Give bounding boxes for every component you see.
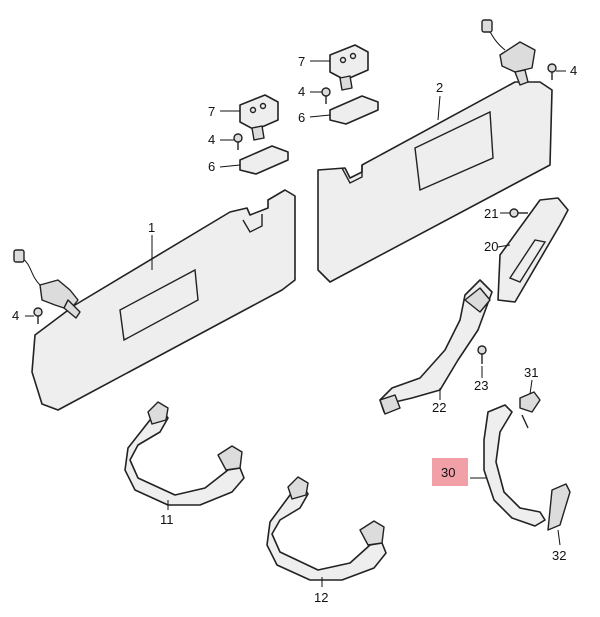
label-30: 30 <box>441 465 455 480</box>
label-4-left: 4 <box>12 308 19 323</box>
screw-23[interactable] <box>477 345 487 364</box>
screw-21[interactable] <box>509 208 528 218</box>
screw-right-hinge[interactable] <box>547 63 557 80</box>
label-6-upper: 6 <box>298 110 305 125</box>
label-11: 11 <box>160 512 174 527</box>
clip-31[interactable] <box>519 391 541 429</box>
bracket-20[interactable] <box>497 197 569 303</box>
grab-handle-12[interactable] <box>266 476 387 581</box>
label-4-right: 4 <box>570 63 577 78</box>
label-2: 2 <box>436 80 443 95</box>
grab-handle-11[interactable] <box>124 401 245 506</box>
visor-hinge-left[interactable] <box>13 249 81 319</box>
screw-lower-clip[interactable] <box>233 133 243 150</box>
screw-upper-clip[interactable] <box>321 87 331 104</box>
label-4-lower: 4 <box>208 132 215 147</box>
screw-left-hinge[interactable] <box>33 307 43 324</box>
label-7-upper: 7 <box>298 54 305 69</box>
label-1: 1 <box>148 220 155 235</box>
grab-handle-30[interactable] <box>483 404 546 527</box>
part-labels: 1 2 7 4 6 7 4 6 4 4 11 12 20 21 22 23 30… <box>12 54 577 605</box>
clip-cover-upper[interactable] <box>329 95 379 125</box>
label-22: 22 <box>432 400 446 415</box>
label-21: 21 <box>484 206 498 221</box>
visor-hinge-right[interactable] <box>481 19 536 86</box>
visor-clip-upper[interactable] <box>329 44 369 91</box>
sun-visor-left[interactable] <box>31 189 296 411</box>
highlight-box <box>432 458 468 486</box>
clip-cover-lower[interactable] <box>239 145 289 175</box>
label-31: 31 <box>524 365 538 380</box>
visor-clip-lower[interactable] <box>239 94 279 141</box>
label-32: 32 <box>552 548 566 563</box>
clip-32[interactable] <box>547 483 571 531</box>
label-7-lower: 7 <box>208 104 215 119</box>
label-23: 23 <box>474 378 488 393</box>
label-4-upper: 4 <box>298 84 305 99</box>
label-12: 12 <box>314 590 328 605</box>
leader-lines <box>25 60 566 587</box>
grab-handle-22[interactable] <box>379 279 493 415</box>
label-6-lower: 6 <box>208 159 215 174</box>
label-20: 20 <box>484 239 498 254</box>
